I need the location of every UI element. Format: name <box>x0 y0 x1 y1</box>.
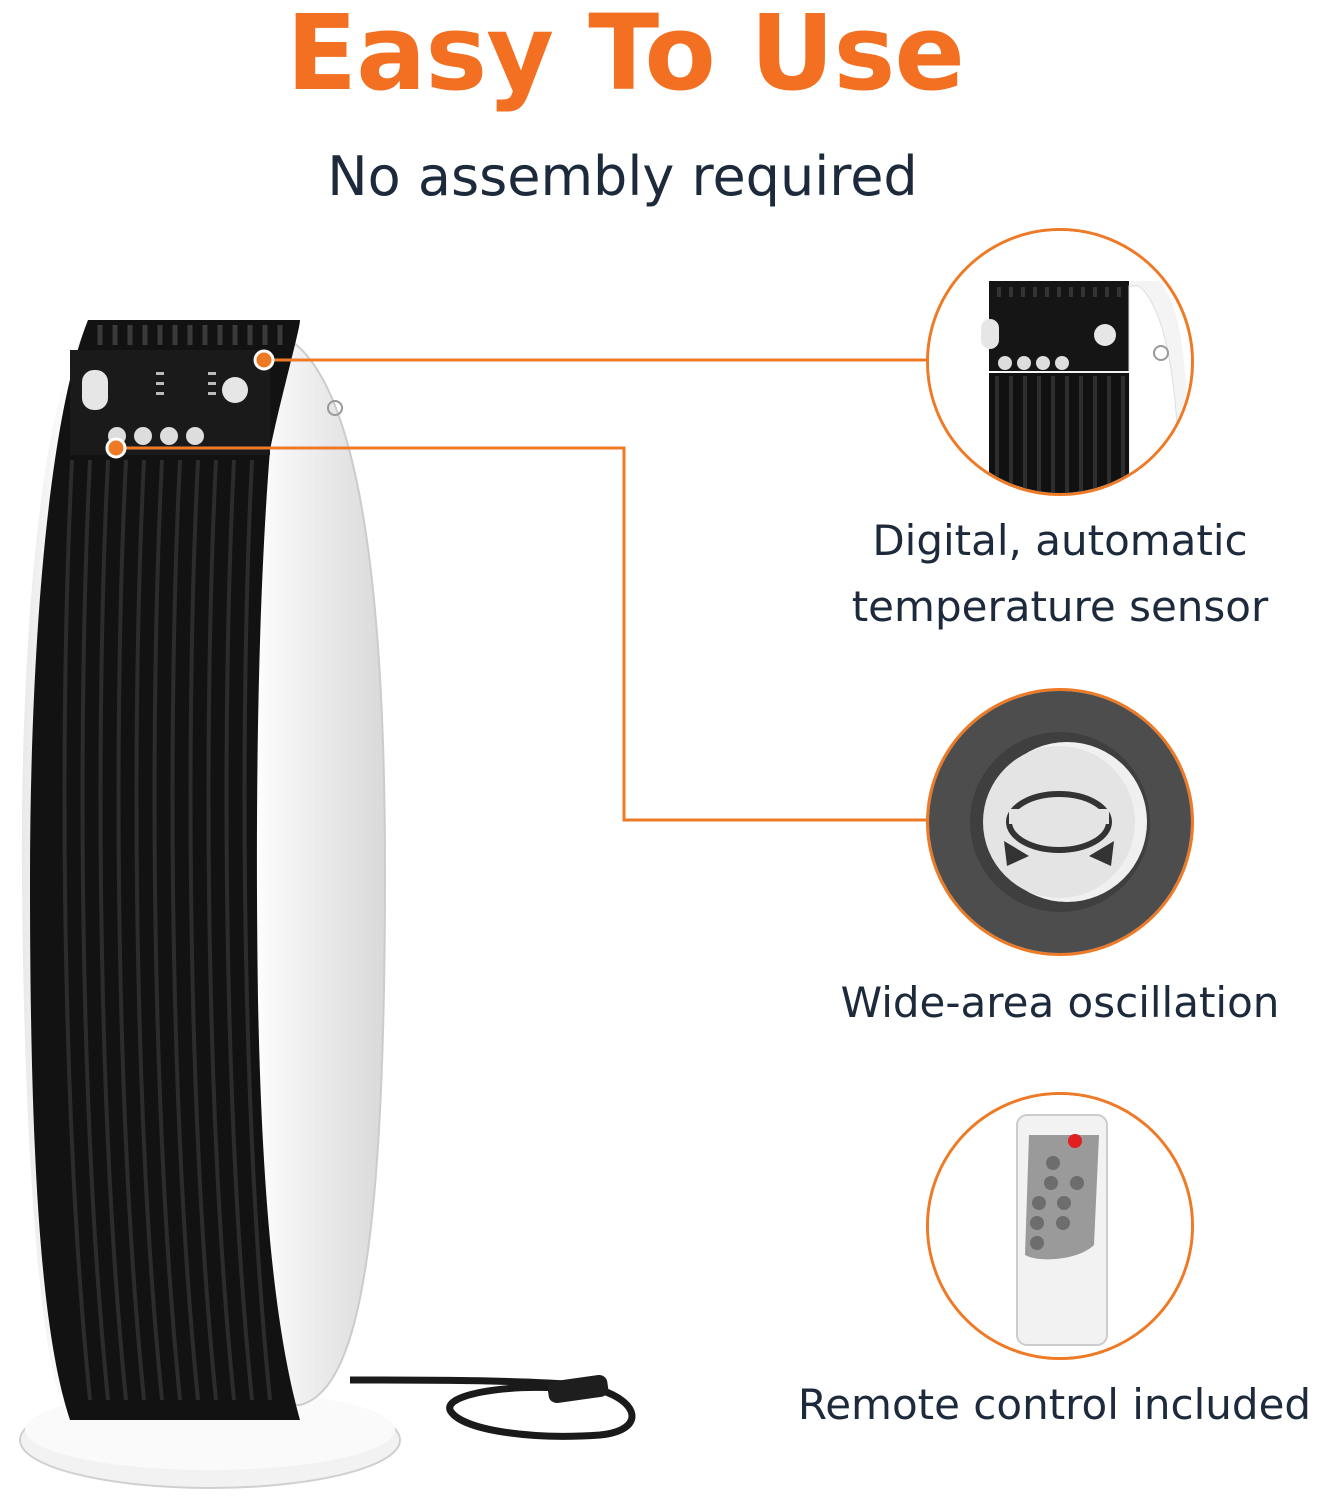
feature-caption-remote: Remote control included <box>797 1380 1312 1429</box>
remote-control-icon <box>929 1095 1191 1357</box>
callout-dot-oscillation <box>105 437 127 459</box>
top-vents <box>97 325 283 345</box>
page-subtitle: No assembly required <box>327 145 918 208</box>
feature-caption-oscillation: Wide-area oscillation <box>840 978 1280 1027</box>
caption-line-1: Digital, automatic <box>872 516 1248 565</box>
power-plug <box>547 1374 609 1404</box>
oscillation-button-icon <box>929 691 1191 953</box>
tower-heater-image <box>19 320 636 1489</box>
control-panel-closeup-icon <box>929 231 1191 493</box>
callout-dot-panel <box>253 349 275 371</box>
page-title: Easy To Use <box>286 0 965 114</box>
feature-thumbnail-oscillation <box>926 688 1194 956</box>
heater-side-shell <box>248 328 387 1406</box>
feature-caption-sensor: Digital, automatic temperature sensor <box>820 508 1300 640</box>
feature-thumbnail-sensor <box>926 228 1194 496</box>
feature-thumbnail-remote <box>926 1092 1194 1360</box>
caption-line-2: temperature sensor <box>851 582 1269 631</box>
louvres <box>62 459 272 1401</box>
power-cord <box>349 1376 636 1440</box>
